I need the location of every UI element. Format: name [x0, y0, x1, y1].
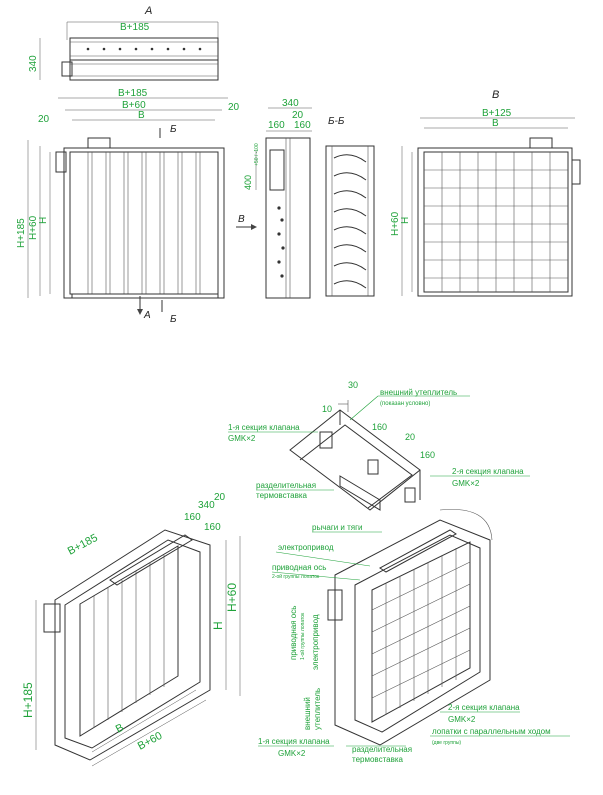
- dim-back-h: H: [400, 217, 411, 224]
- label-ext-insulation-note: (показан условно): [380, 401, 430, 407]
- label-actuator-v: электропривод: [311, 614, 320, 670]
- label-ext-insulation-v2: утеплитель: [313, 688, 322, 730]
- dim-front-b185: B+185: [118, 88, 148, 99]
- dim-iso-160a: 160: [184, 512, 201, 523]
- arrow-b-bottom-label: Б: [170, 314, 177, 325]
- dim-iso-h60: H+60: [225, 583, 239, 612]
- iso-view-right: рычаги и тяги электропривод приводная ос…: [258, 509, 570, 764]
- dim-side-20: 20: [292, 110, 304, 121]
- dim-back-b: B: [492, 118, 499, 129]
- dim-det-30: 30: [348, 380, 358, 390]
- dim-det-160b: 160: [420, 450, 435, 460]
- front-view: B+185 B+60 B 20 20 Б H+185 H+60 H А: [16, 88, 240, 325]
- dim-top-depth: 340: [28, 55, 39, 72]
- dim-side-160a: 160: [268, 120, 285, 131]
- label-divider-top-2: термовставка: [256, 491, 308, 500]
- dim-det-20: 20: [405, 432, 415, 442]
- view-v-back: В B+125 B H+60 H: [390, 89, 581, 297]
- dim-front-h: H: [38, 217, 49, 224]
- dim-iso-340: 340: [198, 500, 215, 511]
- label-blades-note: (две группы): [432, 740, 461, 746]
- section-bb: Б-Б: [325, 116, 375, 297]
- label-section1-top-model: GMK×2: [228, 434, 256, 443]
- detail-isometric: 30 10 160 20 160 внешний утеплитель (пок…: [228, 380, 530, 511]
- label-divider-top: разделительная: [256, 481, 316, 490]
- dim-iso-h185: H+185: [21, 682, 35, 718]
- label-section2-bottom: 2-я секция клапана: [448, 703, 520, 712]
- dim-det-10: 10: [322, 404, 332, 414]
- arrow-a-label: А: [143, 310, 151, 321]
- label-section2-top-model: GMK×2: [452, 479, 480, 488]
- dim-top-width: B+185: [120, 22, 150, 33]
- label-levers: рычаги и тяги: [312, 523, 363, 532]
- dim-iso-20: 20: [214, 492, 226, 503]
- label-section1-bottom: 1-я секция клапана: [258, 737, 330, 746]
- view-v-label: В: [492, 89, 499, 101]
- dim-front-20-left: 20: [38, 114, 50, 125]
- dim-side-160b: 160: [294, 120, 311, 131]
- label-blades: лопатки с параллельным ходом: [432, 727, 551, 736]
- dim-side-340: 340: [282, 98, 299, 109]
- label-drive-axis-v-note: 1-ой группы лопаток: [299, 612, 306, 660]
- arrow-b-top-label: Б: [170, 124, 177, 135]
- dim-iso-b60: B+60: [136, 730, 165, 753]
- dim-front-20-right: 20: [228, 102, 240, 113]
- dim-back-h60: H+60: [390, 211, 401, 236]
- label-section1-top: 1-я секция клапана: [228, 423, 300, 432]
- label-divider-bottom: разделительная: [352, 745, 412, 754]
- label-drive-axis-v: приводная ось: [289, 606, 298, 660]
- dim-front-b60: B+60: [122, 100, 146, 111]
- dim-front-b: B: [138, 110, 145, 121]
- section-bb-label: Б-Б: [328, 116, 345, 127]
- dim-front-h185: H+185: [16, 218, 27, 248]
- dim-front-h60: H+60: [28, 215, 39, 240]
- dim-iso-b185: B+185: [66, 532, 100, 558]
- dim-side-400-tol: +50 / -100: [254, 143, 260, 166]
- arrow-v-label: В: [238, 214, 245, 225]
- label-ext-insulation-v: внешний: [303, 697, 312, 730]
- label-ext-insulation: внешний утеплитель: [380, 388, 457, 397]
- label-drive-axis: приводная ось: [272, 563, 326, 572]
- label-section2-bottom-model: GMK×2: [448, 715, 476, 724]
- view-a-top: А B+185 340: [28, 5, 219, 81]
- dim-iso-160b: 160: [204, 522, 221, 533]
- view-a-label: А: [144, 5, 152, 17]
- dim-side-400: 400: [243, 175, 253, 190]
- label-drive-axis-note: 2-ой группы лопаток: [272, 573, 320, 580]
- iso-view-left: B+185 340 20 160 160 H H+60 H+185 B B+60: [21, 492, 241, 767]
- side-view: 340 160 20 160 400 +50 / -100 В: [236, 98, 312, 299]
- label-section2-top: 2-я секция клапана: [452, 467, 524, 476]
- dim-iso-h: H: [211, 621, 225, 630]
- dim-det-160a: 160: [372, 422, 387, 432]
- label-divider-bottom-2: термовставка: [352, 755, 404, 764]
- label-section1-bottom-model: GMK×2: [278, 749, 306, 758]
- dim-back-b125: B+125: [482, 108, 512, 119]
- label-actuator: электропривод: [278, 543, 334, 552]
